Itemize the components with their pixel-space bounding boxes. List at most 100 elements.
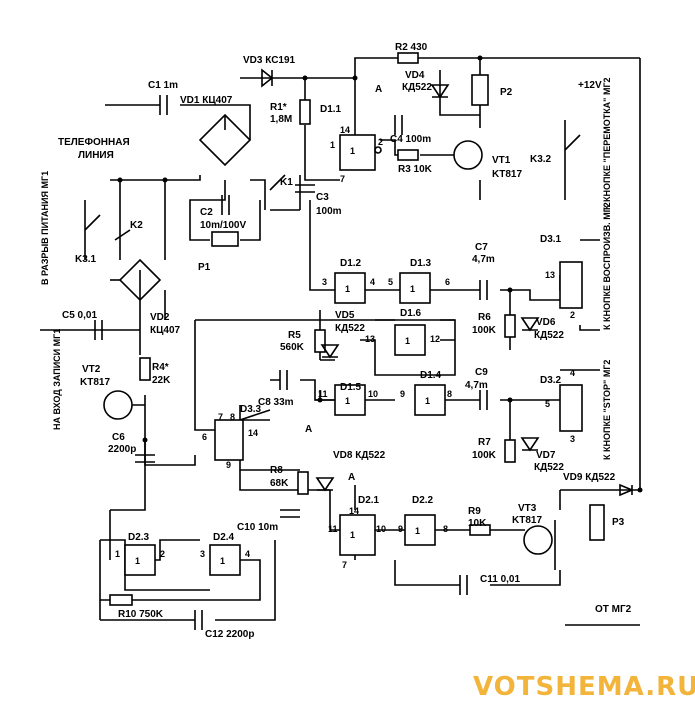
label-r7: R7 — [478, 437, 491, 448]
c6-capacitor — [135, 454, 155, 463]
label-r4-value: 22K — [152, 375, 171, 386]
pin-4c: 4 — [245, 549, 250, 559]
pin-3c: 3 — [200, 549, 205, 559]
p3-relay — [589, 504, 605, 541]
label-vt1: VT1 — [492, 155, 511, 166]
pin-1a: 1 — [330, 140, 335, 150]
label-vd9: VD9 КД522 — [563, 472, 616, 483]
label-c6-value: 2200p — [108, 444, 136, 455]
pin-2c: 2 — [160, 549, 165, 559]
pin-3b: 3 — [570, 434, 575, 444]
label-r8: R8 — [270, 465, 283, 476]
pin-2b: 2 — [570, 310, 575, 320]
vd4-diode — [430, 84, 450, 99]
label-btn-rewind: К КНОПКЕ "ПЕРЕМОТКА" МГ2 — [602, 77, 612, 210]
label-d14: D1.4 — [420, 370, 442, 381]
label-r7-value: 100K — [472, 450, 497, 461]
c8-capacitor — [279, 370, 288, 390]
gate-d23-symbol: 1 — [135, 556, 140, 566]
label-vt3: VT3 — [518, 503, 537, 514]
d12-gate — [334, 272, 366, 304]
label-vd8: VD8 КД522 — [333, 450, 386, 461]
k32-contact — [564, 120, 581, 200]
label-r3: R3 10K — [398, 164, 433, 175]
label-vd5: VD5 — [335, 310, 355, 321]
label-d21: D2.1 — [358, 495, 380, 506]
d23-gate — [124, 544, 156, 576]
c11-capacitor — [459, 575, 468, 595]
label-rec-input: НА ВХОД ЗАПИСИ МГ1 — [52, 329, 62, 430]
label-k2: K2 — [130, 220, 143, 231]
label-vd2-type: КЦ407 — [150, 325, 181, 336]
label-d16: D1.6 — [400, 308, 422, 319]
c12-capacitor — [194, 610, 203, 630]
label-c1: C1 1m — [148, 80, 178, 91]
pin-12: 12 — [430, 334, 440, 344]
label-a3: A — [348, 472, 355, 483]
label-from-mg2: ОТ МГ2 — [595, 604, 632, 615]
label-c3-value: 100m — [316, 206, 342, 217]
c9-capacitor — [479, 390, 488, 410]
pin-2a: 2 — [378, 137, 383, 147]
pin-7a: 7 — [340, 174, 345, 184]
label-r4: R4* — [152, 362, 169, 373]
wiring — [40, 57, 641, 626]
r3-resistor — [397, 149, 419, 161]
pin-10a: 10 — [368, 389, 378, 399]
r10-resistor — [109, 594, 133, 606]
watermark-votshema: VOTSHEMA.RU — [473, 672, 695, 702]
gate-d14-symbol: 1 — [425, 396, 430, 406]
label-c5: C5 0,01 — [62, 310, 97, 321]
pin-5: 5 — [388, 277, 393, 287]
label-vd3: VD3 КС191 — [243, 55, 296, 66]
gate-d24-symbol: 1 — [220, 556, 225, 566]
gate-d12-symbol: 1 — [345, 284, 350, 294]
label-btn-stop: К КНОПКЕ "STOP" МГ2 — [602, 360, 612, 460]
label-c8: C8 33m — [258, 397, 294, 408]
label-vt3-type: KT817 — [512, 515, 542, 526]
gate-d13-symbol: 1 — [410, 284, 415, 294]
vt2-transistor — [103, 390, 133, 420]
label-p2: P2 — [500, 87, 513, 98]
r7-resistor — [504, 439, 516, 463]
label-vd6: VD6 — [536, 317, 556, 328]
label-a1: A — [375, 84, 382, 95]
label-c9-value: 4,7m — [465, 380, 488, 391]
label-c7-value: 4,7m — [472, 254, 495, 265]
label-vd4: VD4 — [405, 70, 425, 81]
c2-capacitor — [221, 195, 230, 215]
vt3-transistor — [523, 525, 553, 555]
label-p3: P3 — [612, 517, 625, 528]
label-btn-play: К КНОПКЕ ВОСПРОИЗВ. МГ2 — [602, 202, 612, 330]
label-d32: D3.2 — [540, 375, 562, 386]
p1-relay — [211, 231, 239, 247]
pin-14b: 14 — [248, 428, 258, 438]
gate-d21-symbol: 1 — [350, 530, 355, 540]
gate-d15-symbol: 1 — [345, 396, 350, 406]
gate-d11-symbol: 1 — [350, 146, 355, 156]
r6-resistor — [504, 314, 516, 338]
label-power-break: В РАЗРЫВ ПИТАНИЯ МГ1 — [40, 171, 50, 285]
label-r6: R6 — [478, 312, 491, 323]
d16-gate — [394, 324, 426, 356]
label-d31: D3.1 — [540, 234, 562, 245]
pin-5b: 5 — [545, 399, 550, 409]
label-vd6-type: КД522 — [534, 330, 564, 341]
pin-6b: 6 — [202, 432, 207, 442]
pin-14a: 14 — [340, 125, 350, 135]
pin-10b: 10 — [376, 524, 386, 534]
p2-relay — [471, 74, 489, 106]
pin-13a: 13 — [545, 270, 555, 280]
label-r1-value: 1,8M — [270, 114, 292, 125]
label-d33: D3.3 — [240, 404, 262, 415]
label-c2-value: 10m/100V — [200, 220, 246, 231]
r8-resistor — [297, 471, 309, 495]
r2-resistor — [397, 52, 419, 64]
c5-capacitor — [94, 320, 103, 340]
label-tel-line-1: ТЕЛЕФОННАЯ — [58, 137, 130, 148]
vd9-diode — [619, 483, 635, 497]
pin-9b: 9 — [226, 460, 231, 470]
label-c4: C4 100m — [390, 134, 431, 145]
